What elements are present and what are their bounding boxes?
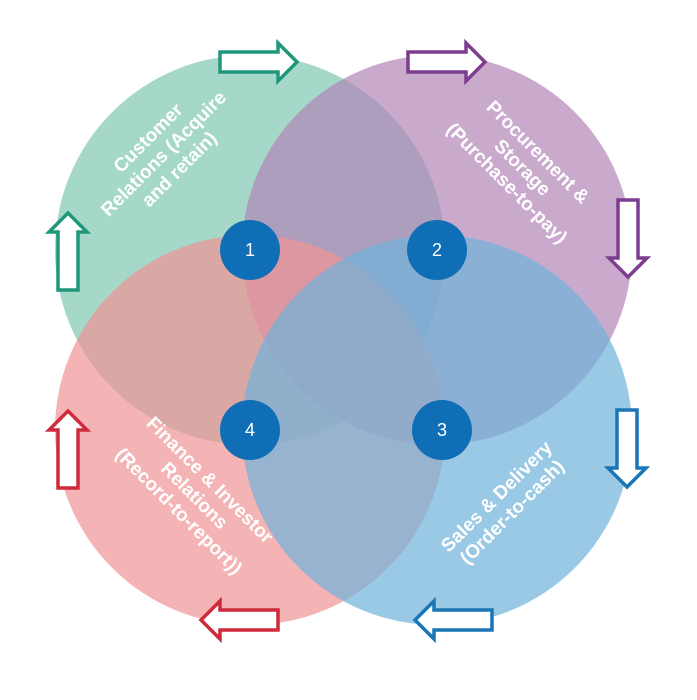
step-badge-4-text: 4 bbox=[245, 420, 255, 440]
step-badge-1-text: 1 bbox=[245, 240, 255, 260]
arrow-up-icon bbox=[44, 210, 92, 292]
arrow-up-icon bbox=[44, 408, 92, 490]
step-badge-2: 2 bbox=[407, 220, 467, 280]
step-badge-3: 3 bbox=[412, 400, 472, 460]
arrow-left-icon bbox=[198, 596, 280, 644]
arrow-left-icon bbox=[412, 596, 494, 644]
step-badge-2-text: 2 bbox=[432, 240, 442, 260]
arrow-right-icon bbox=[406, 38, 488, 86]
arrow-right-icon bbox=[218, 38, 300, 86]
arrow-down-icon bbox=[603, 408, 651, 490]
arrow-down-icon bbox=[604, 198, 652, 280]
step-badge-4: 4 bbox=[220, 400, 280, 460]
step-badge-1: 1 bbox=[220, 220, 280, 280]
step-badge-3-text: 3 bbox=[437, 420, 447, 440]
